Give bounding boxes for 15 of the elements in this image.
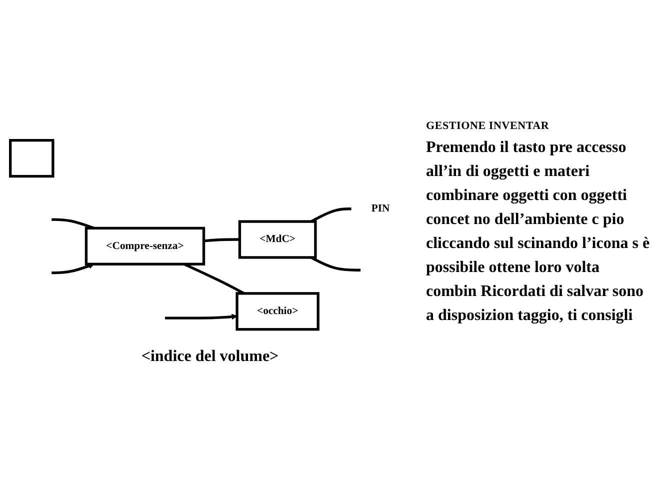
node-text: PIN bbox=[371, 203, 390, 214]
connector bbox=[184, 263, 245, 295]
line-label: <indice del volume> bbox=[141, 348, 279, 366]
node-box: <Compre-senza> bbox=[84, 227, 206, 266]
connector bbox=[52, 218, 95, 230]
node-box: <occhio> bbox=[236, 292, 320, 331]
arrow bbox=[164, 314, 238, 320]
body-paragraph: Premendo il tasto pre accesso all’in di oggetti e materi combinare oggetti con oggetti concet no dell’ambiente c pio cliccando sul scinando l’icona s è possibile ottene loro volta combin Ricordati di salvar sono a disposizion taggio, ti consigli bbox=[426, 138, 651, 326]
node-box bbox=[9, 139, 54, 178]
connector bbox=[310, 208, 352, 223]
arrow bbox=[52, 263, 94, 274]
connector bbox=[310, 256, 361, 272]
section-heading: GESTIONE INVENTAR bbox=[426, 120, 550, 132]
connector bbox=[204, 238, 240, 242]
node-box: <MdC> bbox=[238, 220, 317, 259]
